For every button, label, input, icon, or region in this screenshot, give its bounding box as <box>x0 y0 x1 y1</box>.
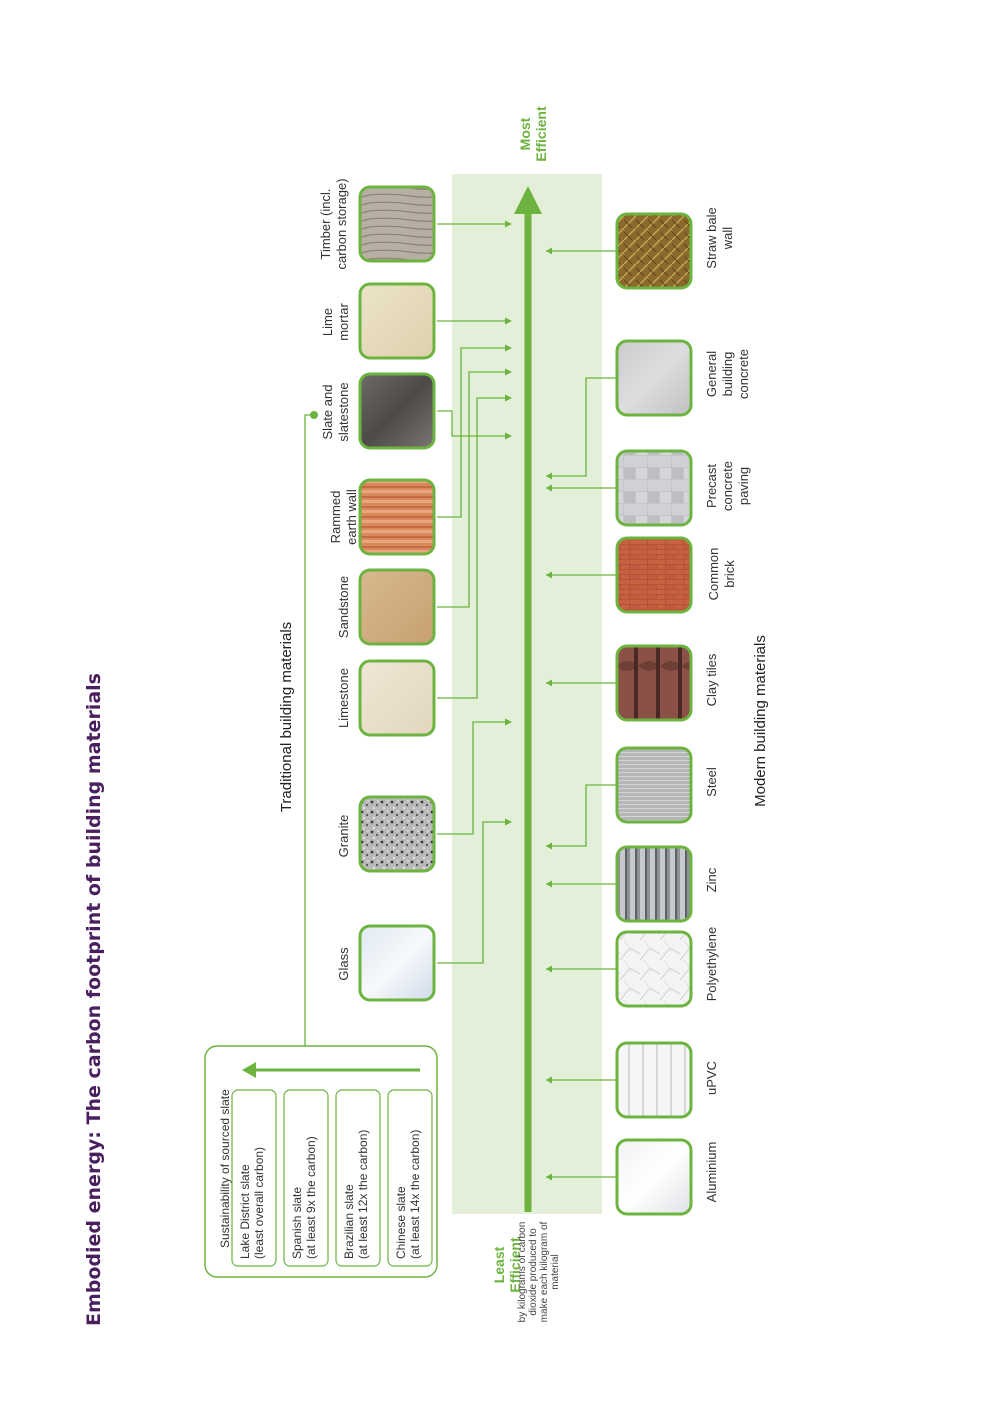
most-efficient-label: Most Efficient <box>517 106 549 162</box>
slate-item-box-1 <box>231 1089 277 1267</box>
clay-tiles-connector-arrowhead <box>546 679 552 687</box>
timber-incl-carbon-storage-swatch <box>358 185 436 263</box>
precast-concrete-paving-connector-arrowhead <box>546 484 552 492</box>
polyethylene-connector-arrowhead <box>546 965 552 973</box>
modern-aluminium-tile <box>615 1138 693 1216</box>
modern-clay-tiles-tile <box>615 644 693 722</box>
rammed-earth-wall-connector-arrowhead <box>505 344 512 352</box>
traditional-section-label: Traditional building materials <box>278 621 295 813</box>
lime-mortar-connector-arrowhead <box>505 317 512 325</box>
modern-zinc-tile <box>615 845 693 923</box>
granite-connector <box>437 721 510 835</box>
slate-item-box-2 <box>283 1089 329 1267</box>
slate-box-arrow-head <box>242 1062 256 1078</box>
slate-box-heading: Sustainability of sourced slate <box>218 1089 232 1248</box>
zinc-swatch <box>615 845 693 923</box>
modern-straw-bale-wall-tile <box>615 212 693 290</box>
sandstone-swatch <box>358 568 436 646</box>
glass-connector-arrowhead <box>505 818 512 826</box>
traditional-lime-mortar-tile <box>358 282 436 360</box>
limestone-connector <box>437 397 510 699</box>
timber-incl-carbon-storage-connector-arrowhead <box>505 220 512 228</box>
modern-steel-tile <box>615 746 693 824</box>
upvc-swatch <box>615 1041 693 1119</box>
slate-item-2: Spanish slate (at least 9x the carbon) <box>290 1136 318 1259</box>
traditional-limestone-tile <box>358 659 436 737</box>
glass-swatch <box>358 924 436 1002</box>
slate-item-1: Lake District slate (least overall carbo… <box>238 1146 266 1259</box>
general-building-concrete-connector <box>546 377 617 477</box>
modern-general-building-concrete-tile <box>615 339 693 417</box>
general-building-concrete-connector-arrowhead <box>546 472 552 480</box>
polyethylene-swatch <box>615 930 693 1008</box>
granite-label: Granite <box>336 814 351 858</box>
traditional-sandstone-tile <box>358 568 436 646</box>
clay-tiles-swatch <box>615 644 693 722</box>
rammed-earth-wall-swatch <box>358 478 436 556</box>
lime-mortar-swatch <box>358 282 436 360</box>
slate-item-box-3 <box>335 1089 381 1267</box>
slate-item-4: Chinese slate (at least 14x the carbon) <box>394 1129 422 1259</box>
aluminium-connector-arrowhead <box>546 1173 552 1181</box>
granite-swatch <box>358 795 436 873</box>
slate-box-connector-dot <box>310 411 318 419</box>
precast-concrete-paving-label: Precast concrete paving <box>704 461 751 511</box>
slate-and-slatestone-connector-arrowhead <box>505 432 512 440</box>
modern-common-brick-tile <box>615 536 693 614</box>
modern-polyethylene-tile <box>615 930 693 1008</box>
modern-upvc-tile <box>615 1041 693 1119</box>
connector-lines <box>437 220 617 1181</box>
traditional-glass-tile <box>358 924 436 1002</box>
limestone-connector-arrowhead <box>505 394 512 402</box>
timber-incl-carbon-storage-label: Timber (incl. carbon storage) <box>318 178 349 270</box>
efficiency-arrow-head <box>514 186 542 214</box>
common-brick-connector-arrowhead <box>546 571 552 579</box>
sandstone-connector-arrowhead <box>505 368 512 376</box>
upvc-connector-arrowhead <box>546 1076 552 1084</box>
straw-bale-wall-connector-arrowhead <box>546 247 552 255</box>
common-brick-swatch <box>615 536 693 614</box>
steel-label: Steel <box>704 767 719 797</box>
sandstone-connector <box>437 371 510 608</box>
glass-connector <box>437 821 510 964</box>
aluminium-swatch <box>615 1138 693 1216</box>
general-building-concrete-swatch <box>615 339 693 417</box>
slate-item-3: Brazilian slate (at least 12x the carbon… <box>342 1129 370 1259</box>
clay-tiles-label: Clay tiles <box>704 653 719 707</box>
rammed-earth-wall-label: Rammed earth wall <box>328 489 359 545</box>
straw-bale-wall-label: Straw bale wall <box>704 207 735 269</box>
least-efficient-subtitle: by kilograms of carbon dioxide produced … <box>517 1221 561 1323</box>
steel-connector <box>546 784 617 847</box>
glass-label: Glass <box>336 947 351 981</box>
precast-concrete-paving-swatch <box>615 449 693 527</box>
granite-connector-arrowhead <box>505 718 512 726</box>
zinc-connector-arrowhead <box>546 880 552 888</box>
steel-connector-arrowhead <box>546 842 552 850</box>
page-title: Embodied energy: The carbon footprint of… <box>83 673 105 1326</box>
steel-swatch <box>615 746 693 824</box>
rammed-earth-wall-connector <box>437 347 510 518</box>
straw-bale-wall-swatch <box>615 212 693 290</box>
traditional-slate-and-slatestone-tile <box>358 372 436 450</box>
modern-section-label: Modern building materials <box>752 635 769 807</box>
slate-item-box-4 <box>387 1089 433 1267</box>
traditional-timber-incl-carbon-storage-tile <box>358 185 436 263</box>
limestone-swatch <box>358 659 436 737</box>
slate-and-slatestone-connector <box>437 410 510 437</box>
traditional-rammed-earth-wall-tile <box>358 478 436 556</box>
modern-precast-concrete-paving-tile <box>615 449 693 527</box>
upvc-label: uPVC <box>704 1061 719 1095</box>
general-building-concrete-label: General building concrete <box>704 349 751 399</box>
slate-and-slatestone-swatch <box>358 372 436 450</box>
slate-box-connector <box>304 414 314 1046</box>
traditional-granite-tile <box>358 795 436 873</box>
